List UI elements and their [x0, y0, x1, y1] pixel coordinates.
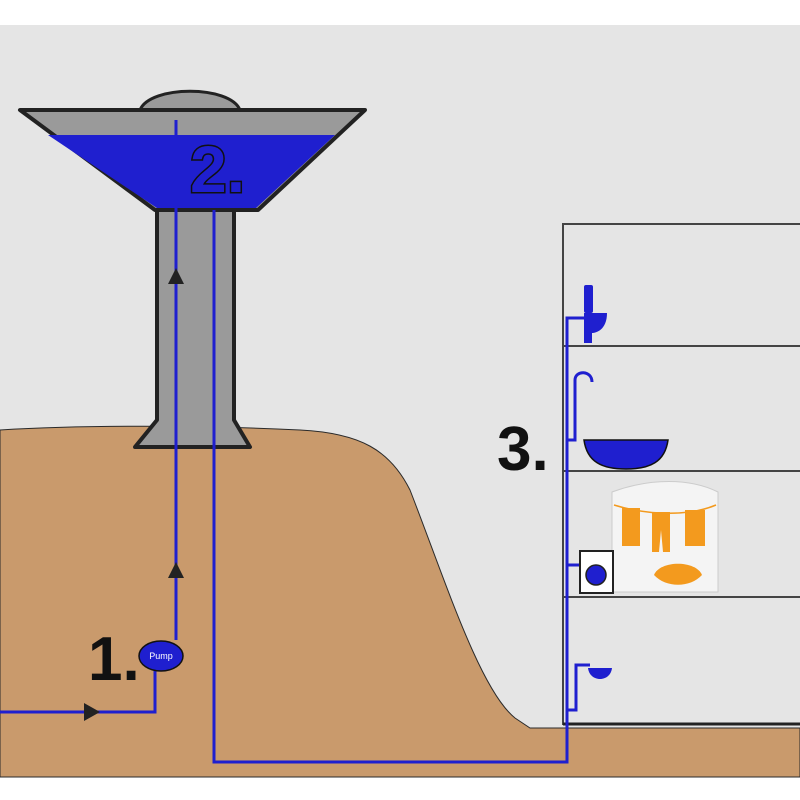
white-bottom-band [0, 777, 800, 800]
step-3-label: 3. [497, 415, 549, 484]
pump-label: Pump [149, 651, 173, 661]
laundry-icon [611, 481, 719, 593]
tap-pipe-floor2 [567, 371, 594, 442]
basin-icon [583, 439, 669, 470]
tower-tank-water [48, 135, 335, 208]
inflow-pipe [0, 660, 157, 714]
flow-arrow-inflow [84, 703, 100, 721]
white-top-band [0, 0, 800, 25]
washing-machine-icon [579, 550, 614, 594]
tap-pipe-ground [567, 663, 590, 712]
pump-icon [138, 640, 184, 672]
tower-column [133, 208, 252, 449]
pipe-network [0, 120, 594, 764]
ground-floor-bowl-icon [588, 668, 612, 679]
step-2-label: 2. [190, 132, 245, 206]
hill-ground [0, 425, 800, 778]
flow-arrow-riser-high [168, 268, 184, 284]
toilet-icon [584, 285, 607, 343]
step-1-label: 1. [88, 625, 140, 694]
flow-arrow-riser-low [168, 562, 184, 578]
tower-tank-dome [137, 89, 243, 112]
